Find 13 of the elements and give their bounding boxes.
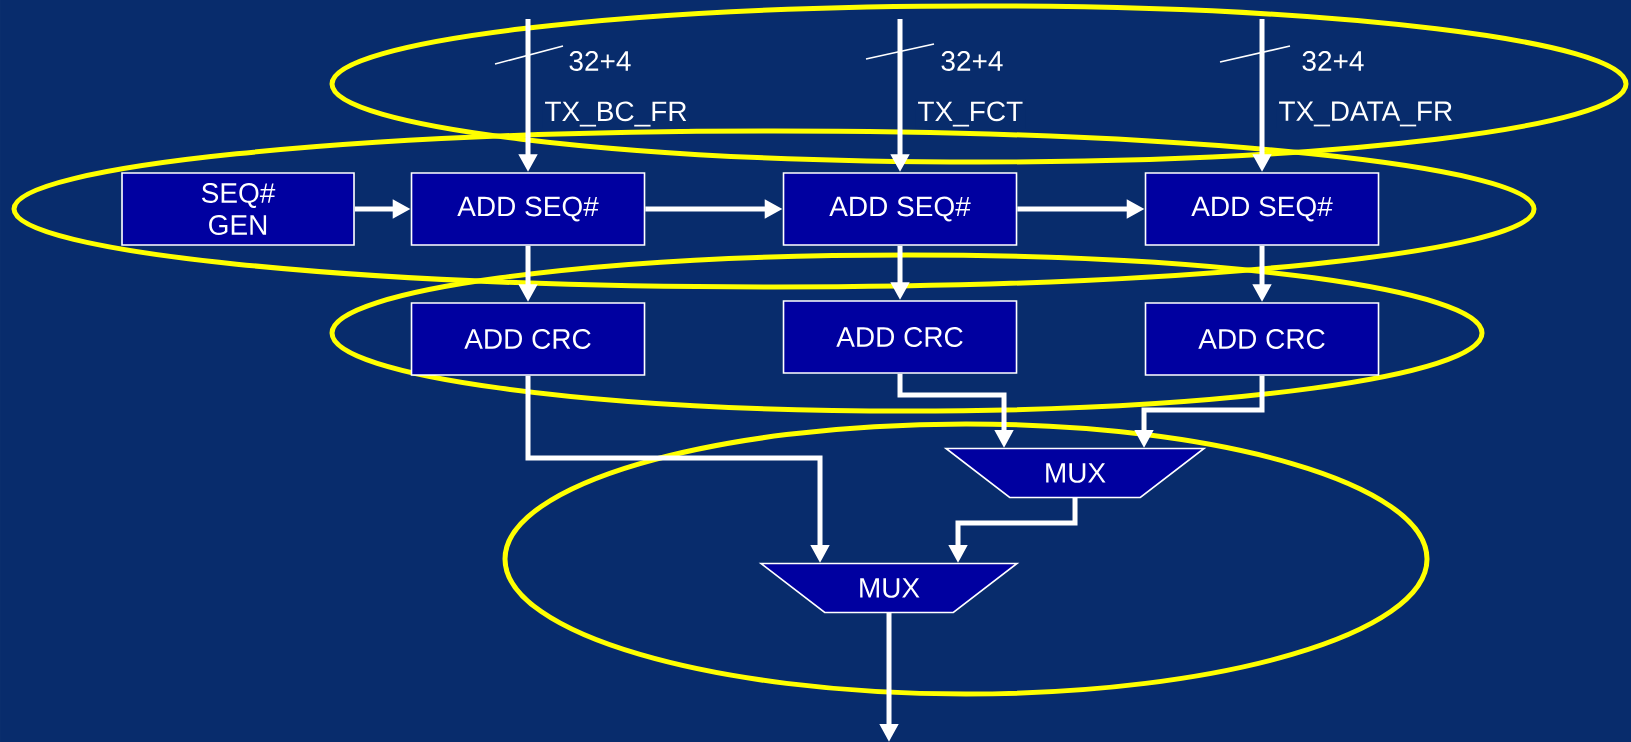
process-box: ADD SEQ#: [782, 172, 1018, 246]
process-box: ADD SEQ#: [1144, 172, 1380, 246]
signal-name: TX_DATA_FR: [1276, 99, 1456, 129]
signal-name: TX_BC_FR: [542, 99, 690, 129]
bus-width-label: 32+4: [569, 51, 631, 71]
bus-width-label: 32+4: [1302, 51, 1364, 71]
process-box: SEQ# GEN: [121, 172, 355, 246]
process-box: ADD CRC: [1144, 302, 1380, 376]
bus-width-label: 32+4: [941, 51, 1003, 71]
process-box: ADD CRC: [410, 302, 646, 376]
process-box: ADD SEQ#: [410, 172, 646, 246]
signal-name: TX_FCT: [915, 99, 1026, 129]
process-box: ADD CRC: [782, 300, 1018, 374]
